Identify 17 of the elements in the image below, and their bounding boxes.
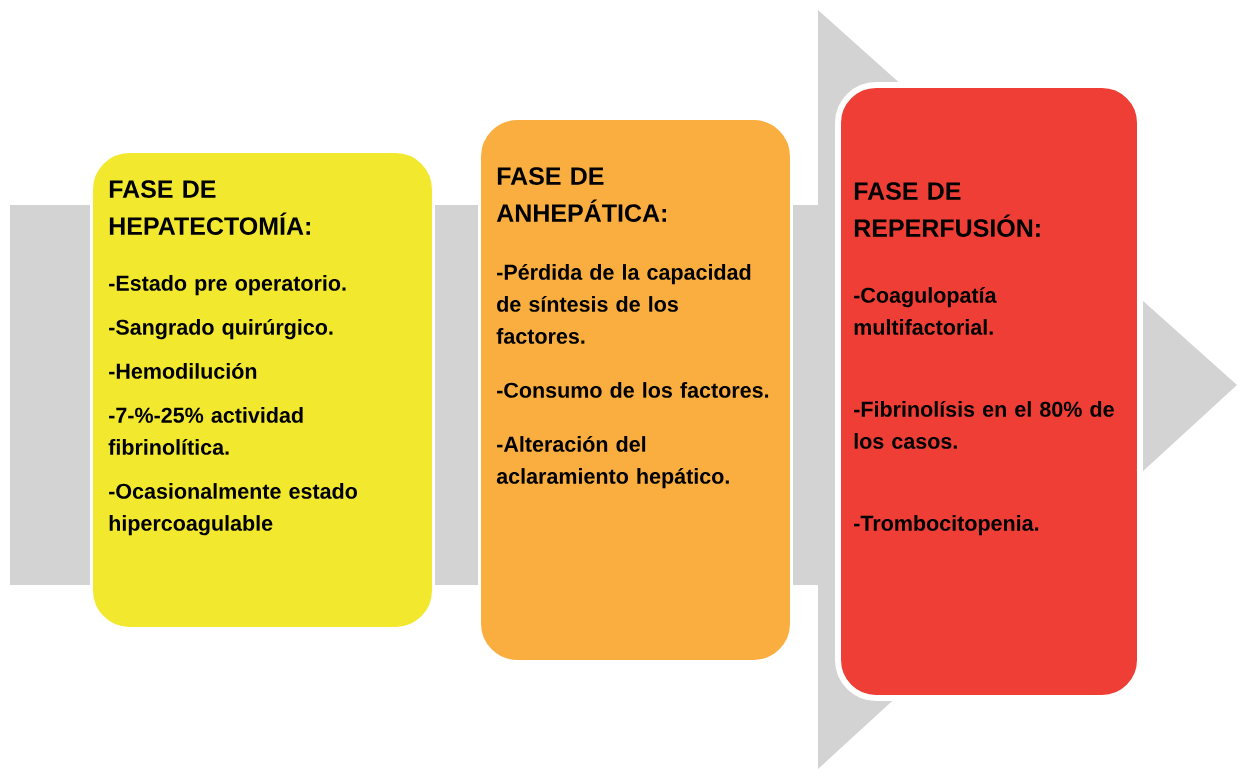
list-item: -Trombocitopenia. [854,515,1039,536]
list-item: -Hemodilución [109,362,257,379]
list-item: -7-%-25% actividad fibrinolítica. [108,407,303,455]
list-item: -Consumo de los factores. [497,382,769,398]
list-item: -Pérdida de la capacidad de síntesis de los factores. [496,263,751,344]
heading: FASE DE REPERFUSIÓN: [854,182,1040,237]
list-item: -Fibrinolísis en el 80% de los casos. [854,400,1114,449]
list-item: -Alteración del aclaramiento hepático. [496,435,729,489]
list-item: -Coagulopatía multifactorial. [854,286,997,335]
phase-box [835,82,1143,701]
phase-box [90,150,435,630]
list-item: -Estado pre operatorio. [109,275,346,296]
phase-box [478,117,793,663]
list-item: -Ocasionalmente estado hipercoagulable [109,483,357,536]
heading: FASE DE ANHEPÁTICA: [496,167,666,222]
heading: FASE DE HEPATECTOMÍA: [109,180,310,235]
list-item: -Sangrado quirúrgico. [109,318,333,340]
